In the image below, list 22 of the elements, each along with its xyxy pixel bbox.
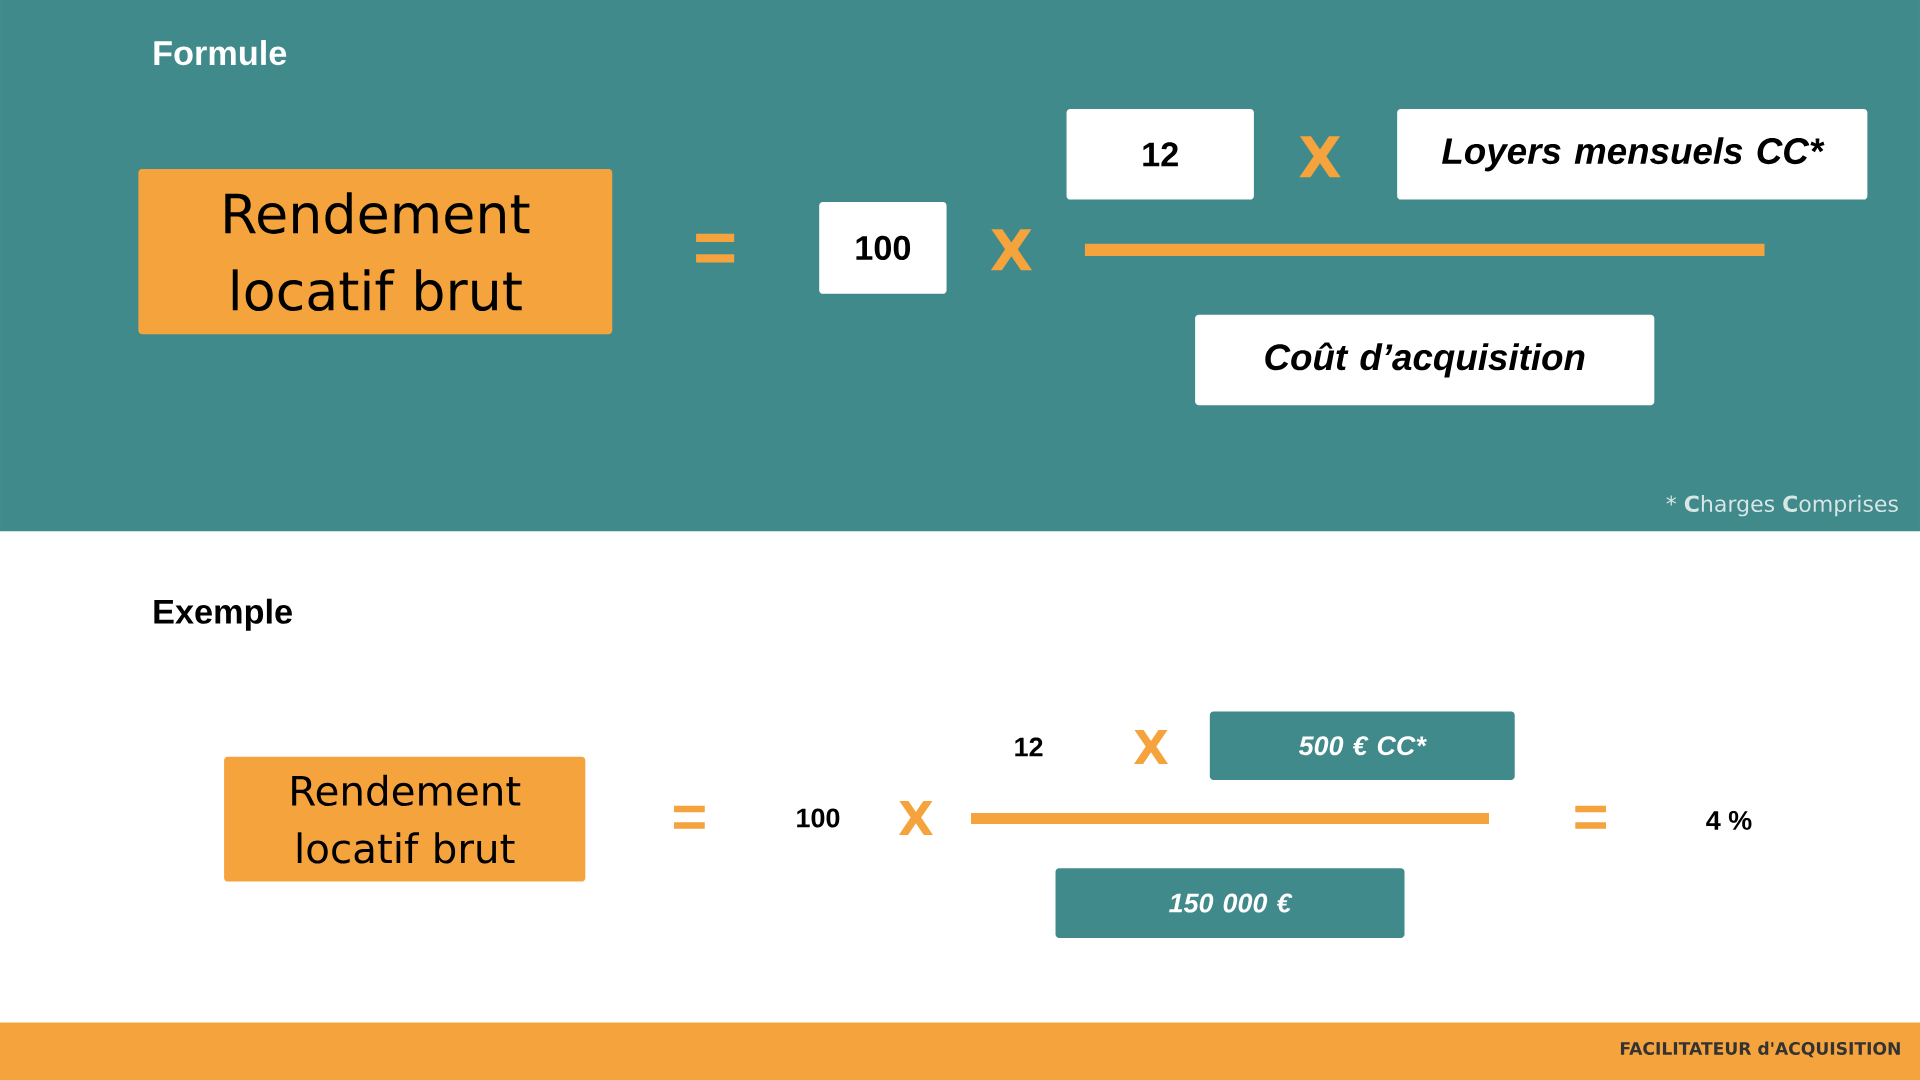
footnote: *Charges Comprises bbox=[1666, 495, 1898, 517]
operator-symbol: = bbox=[674, 805, 705, 829]
operator-symbol: X bbox=[1134, 729, 1169, 764]
formula-box: Rendement locatif brut bbox=[224, 756, 586, 882]
value-box: 12 bbox=[1066, 108, 1254, 200]
section-heading: Exemple bbox=[154, 598, 292, 631]
formula-box: Rendement locatif brut bbox=[138, 168, 613, 335]
tagline: FACILITATEUR d'ACQUISITION bbox=[1620, 1041, 1900, 1058]
operator-symbol: X bbox=[1299, 136, 1341, 178]
value-box: Coût d’acquisition bbox=[1195, 314, 1655, 406]
operator-symbol: = bbox=[1575, 805, 1606, 829]
operator-symbol: = bbox=[696, 233, 735, 263]
value-box: 100 bbox=[819, 202, 947, 294]
operator-symbol: X bbox=[898, 801, 933, 835]
value-text: 12 bbox=[1015, 737, 1043, 757]
operator-symbol: X bbox=[990, 229, 1033, 271]
value-text: 100 bbox=[797, 808, 840, 828]
value-box: 150 000 € bbox=[1055, 868, 1405, 938]
value-text: 4 % bbox=[1706, 810, 1752, 830]
value-box: Loyers mensuels CC* bbox=[1397, 108, 1868, 200]
section-heading: Formule bbox=[154, 40, 287, 66]
value-box: 500 € CC* bbox=[1209, 711, 1515, 780]
